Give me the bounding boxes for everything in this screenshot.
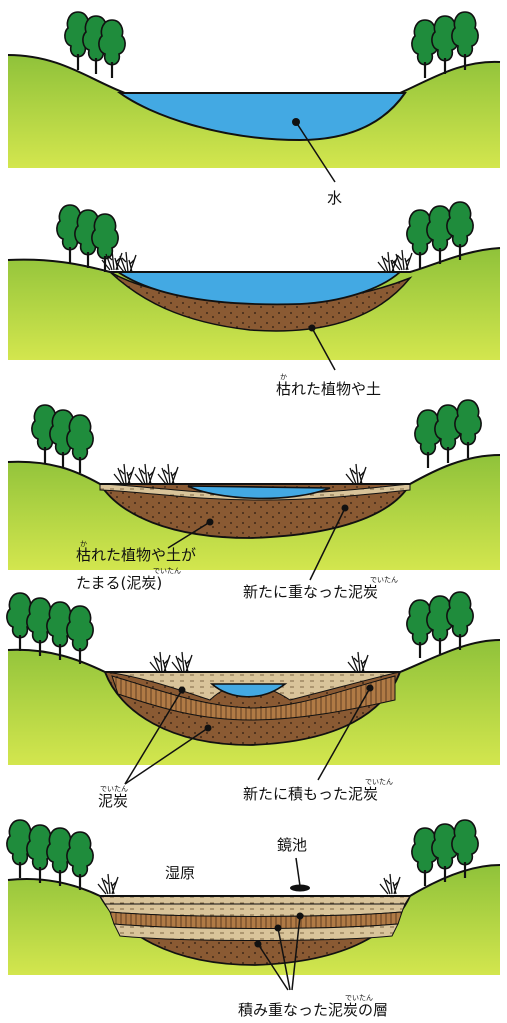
pointer-line (295, 857, 301, 887)
pointer-line (291, 915, 301, 991)
ruby-ka: か (80, 540, 87, 548)
ruby-deitan: でいたん (365, 778, 393, 786)
pointer-line (317, 687, 371, 781)
label-water: 水 (327, 189, 342, 207)
tree-icon (445, 590, 475, 652)
tree-icon (450, 10, 480, 72)
tree-icon (97, 18, 127, 80)
ruby-deitan: でいたん (100, 785, 128, 793)
reeds-icon (149, 651, 171, 673)
tree-icon (445, 200, 475, 262)
pointer-line (124, 689, 183, 785)
reeds-icon (171, 651, 193, 673)
pointer-line (124, 727, 209, 785)
label-peat: 泥炭 (98, 792, 128, 810)
pointer-line (277, 927, 291, 991)
label-peat-forms: たまる(泥炭) (76, 574, 162, 592)
mirror-pond-mark (290, 884, 310, 892)
ruby-deitan: でいたん (345, 994, 373, 1002)
panel-4: でいたん 泥炭 でいたん 新たに積もった泥炭 (5, 590, 501, 810)
label-stacked-peat-layers: 積み重なった泥炭の層 (238, 1001, 388, 1019)
reeds-icon (97, 873, 119, 895)
reeds-icon (347, 651, 369, 673)
panel-1: 水 (7, 10, 501, 207)
tree-icon (65, 830, 95, 892)
tree-icon (65, 413, 95, 475)
pointer-line (309, 507, 346, 581)
panel-2: か 枯れた植物や土 (7, 200, 501, 398)
label-mirror-pond: 鏡池 (277, 836, 307, 854)
label-new-peat-layer: 新たに重なった泥炭 (243, 583, 378, 601)
ruby-deitan: でいたん (370, 576, 398, 584)
pointer-line (257, 943, 289, 991)
label-newly-piled-peat: 新たに積もった泥炭 (243, 785, 378, 803)
pointer-line (167, 521, 211, 549)
reeds-icon (157, 463, 179, 485)
reeds-icon (345, 463, 367, 485)
panel-5: 鏡池 湿原 でいたん 積み重なった泥炭の層 (5, 818, 501, 1019)
pointer-line (295, 121, 336, 183)
ruby-ka: か (280, 373, 287, 381)
tree-icon (453, 398, 483, 460)
reeds-icon (113, 463, 135, 485)
label-marsh: 湿原 (165, 864, 195, 882)
tree-icon (65, 604, 95, 666)
pointer-line (311, 327, 336, 371)
reeds-icon (377, 251, 399, 273)
reeds-icon (134, 463, 156, 485)
label-dead-plants-soil: 枯れた植物や土 (276, 380, 381, 398)
label-accumulating-plants: 枯れた植物や土が (76, 546, 196, 564)
reeds-icon (391, 249, 413, 271)
ruby-deitan: でいたん (153, 567, 181, 575)
reeds-icon (379, 873, 401, 895)
panel-3: か 枯れた植物や土が でいたん たまる(泥炭) でいたん 新たに重なった泥炭 (7, 398, 501, 601)
